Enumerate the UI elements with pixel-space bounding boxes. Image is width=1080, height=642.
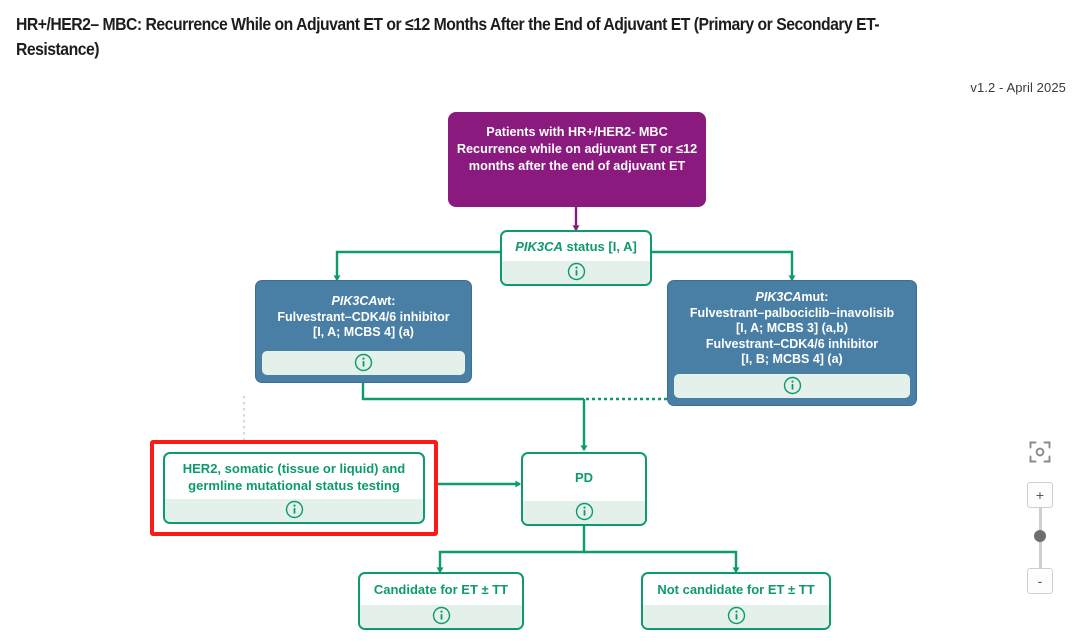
node-pik3ca-mut-suffix: mut:	[801, 289, 829, 304]
node-pik3ca-mut-label: PIK3CAmut: Fulvestrant–palbociclib–inavo…	[674, 287, 910, 374]
edge-pd-to-not-candidate	[584, 550, 740, 574]
node-candidate-for-et-info[interactable]	[360, 605, 522, 628]
node-pik3ca-status-label: PIK3CA status [I, A]	[502, 232, 650, 261]
node-pik3ca-wt-label: PIK3CAwt: Fulvestrant–CDK4/6 inhibitor […	[262, 287, 465, 351]
node-pik3ca-status[interactable]: PIK3CA status [I, A]	[500, 230, 652, 286]
node-pik3ca-status-rest: status [I, A]	[562, 239, 637, 255]
node-pik3ca-wt[interactable]: PIK3CAwt: Fulvestrant–CDK4/6 inhibitor […	[255, 280, 472, 383]
version-label: v1.2 - April 2025	[970, 80, 1066, 95]
fit-view-icon[interactable]	[1028, 440, 1052, 464]
info-icon[interactable]	[727, 606, 746, 625]
info-icon[interactable]	[783, 376, 802, 395]
node-pik3ca-wt-suffix: wt:	[377, 294, 396, 309]
zoom-out-button[interactable]: -	[1027, 568, 1053, 594]
page-title: HR+/HER2– MBC: Recurrence While on Adjuv…	[16, 14, 880, 59]
gene-name-pik3ca: PIK3CA	[515, 239, 563, 255]
node-pd-info[interactable]	[523, 501, 645, 524]
gene-name-pik3ca-wt: PIK3CA	[331, 294, 378, 309]
edge-status-to-pik3ca-mut	[652, 250, 796, 282]
node-pik3ca-wt-line-1: Fulvestrant–CDK4/6 inhibitor	[277, 309, 450, 324]
node-pik3ca-mut-info[interactable]	[674, 374, 910, 398]
node-her2-testing-info[interactable]	[165, 499, 423, 522]
node-pik3ca-mut-line-3: Fulvestrant–CDK4/6 inhibitor	[705, 336, 879, 351]
zoom-slider-handle[interactable]	[1034, 530, 1046, 542]
node-her2-testing-label: HER2, somatic (tissue or liquid) and ger…	[182, 461, 406, 493]
node-not-candidate-for-et[interactable]: Not candidate for ET ± TT	[641, 572, 831, 630]
node-pik3ca-mut-line-4: [I, B; MCBS 4] (a)	[741, 352, 843, 367]
node-pd[interactable]: PD	[521, 452, 647, 526]
node-her2-testing[interactable]: HER2, somatic (tissue or liquid) and ger…	[163, 452, 425, 524]
node-pd-label: PD	[574, 470, 594, 486]
info-icon[interactable]	[567, 262, 586, 281]
flowchart-canvas[interactable]: Patients with HR+/HER2- MBC Recurrence w…	[0, 96, 1080, 642]
node-pik3ca-wt-line-2: [I, A; MCBS 4] (a)	[313, 325, 414, 340]
zoom-slider[interactable]	[1027, 508, 1053, 568]
edge-status-to-pik3ca-wt	[333, 250, 500, 282]
node-patients-root-label: Patients with HR+/HER2- MBC Recurrence w…	[456, 125, 698, 173]
node-pik3ca-wt-info[interactable]	[262, 351, 465, 375]
zoom-in-button[interactable]: +	[1027, 482, 1053, 508]
gene-name-pik3ca-mut: PIK3CA	[755, 289, 802, 304]
edge-pd-to-candidate	[436, 526, 586, 574]
node-pik3ca-mut-line-1: Fulvestrant–palbociclib–inavolisib	[689, 305, 895, 320]
info-icon[interactable]	[285, 500, 304, 519]
node-candidate-for-et-label: Candidate for ET ± TT	[373, 582, 509, 598]
zoom-controls[interactable]: + -	[1022, 440, 1058, 594]
node-candidate-for-et[interactable]: Candidate for ET ± TT	[358, 572, 524, 630]
node-not-candidate-for-et-info[interactable]	[643, 605, 829, 628]
node-pik3ca-mut-line-2: [I, A; MCBS 3] (a,b)	[735, 321, 848, 336]
info-icon[interactable]	[432, 606, 451, 625]
node-not-candidate-for-et-label: Not candidate for ET ± TT	[657, 582, 815, 598]
edge-pik3ca-wt-to-pd	[361, 383, 584, 401]
node-patients-root[interactable]: Patients with HR+/HER2- MBC Recurrence w…	[448, 112, 706, 207]
node-pik3ca-status-info[interactable]	[502, 261, 650, 284]
info-icon[interactable]	[575, 502, 594, 521]
node-pik3ca-mut[interactable]: PIK3CAmut: Fulvestrant–palbociclib–inavo…	[667, 280, 917, 406]
info-icon[interactable]	[354, 353, 373, 372]
